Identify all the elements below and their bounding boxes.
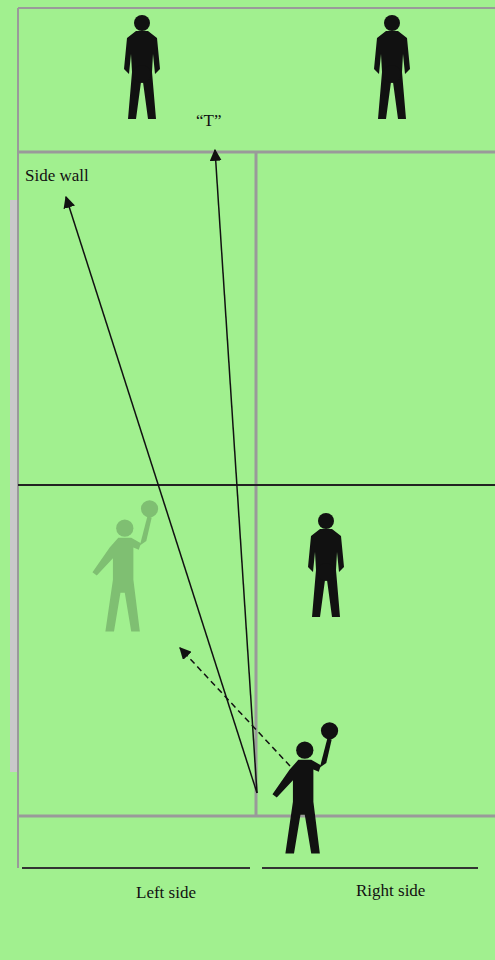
court-label: “T” xyxy=(196,112,221,131)
court-label: Right side xyxy=(356,882,425,901)
court-label: Left side xyxy=(136,884,196,903)
court-label: Side wall xyxy=(25,167,89,186)
